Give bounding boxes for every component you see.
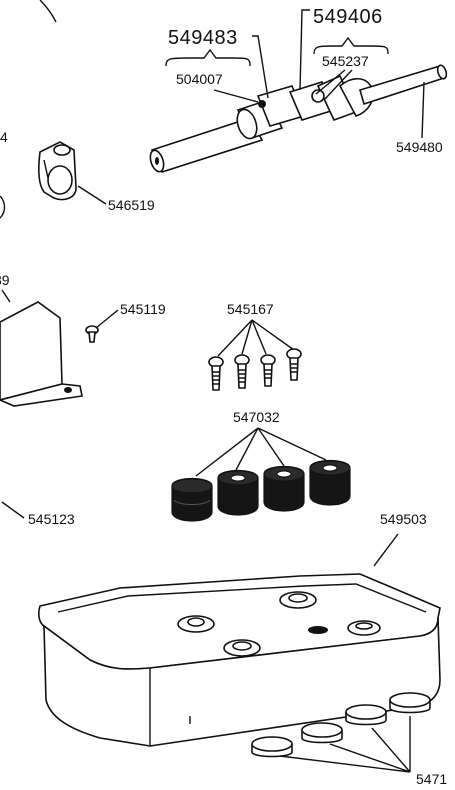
base-tray [38,573,441,747]
bracket-plate [0,301,83,407]
leader-edge-part [1,501,25,519]
feet-set [251,692,431,758]
bracket-pin [165,48,251,67]
grommet-2 [217,469,259,516]
label-edge-fragment-4: 4 [0,129,8,145]
screw-1 [208,356,224,391]
label-edge-fragment-39: 39 [0,272,10,288]
shaft-assembly [149,64,448,173]
screw-3 [260,354,276,387]
label-shaft-left: 549483 [168,27,238,49]
label-universal-joint: 545237 [322,53,369,69]
label-grommets: 547032 [233,409,280,425]
leader-base-tray [373,533,399,567]
screw-4 [286,348,302,381]
tray-boss-3 [223,639,261,657]
tray-boss-4 [347,620,381,636]
grommet-3 [263,465,305,512]
clamp-part [38,141,77,201]
shaft-end-hole [155,157,159,165]
leader-edge-fragment-39 [1,289,11,303]
leader-universal-joint [315,69,353,101]
leader-feet [279,716,411,773]
screw-shank [88,331,96,343]
foot-1 [251,736,293,758]
label-pin: 504007 [176,71,223,87]
bracket-plate-foot [0,383,83,407]
foot-2 [301,722,343,744]
shaft-right-section [359,65,446,106]
single-screw [85,325,99,343]
tray-boss-1 [177,615,215,633]
tray-hole [308,626,328,634]
screw-2 [234,354,250,389]
collar-face [236,108,258,140]
leader-screws [217,319,295,357]
leader-clamp [77,185,107,205]
foot-3 [345,704,387,726]
leader-pin [213,89,259,103]
bracket-hole [64,387,72,393]
leader-shaft-assembly [299,9,310,91]
label-screw-single: 545119 [120,301,166,317]
shaft-right-end [436,64,448,80]
clamp-slot [43,159,49,179]
label-screws: 545167 [227,301,274,317]
leader-grommets [195,427,327,477]
grommet-4 [309,459,351,506]
bracket-plate-face [0,301,63,401]
clamp-ring [47,165,73,195]
leader-screw-single [95,309,119,329]
label-feet: 5471 [416,771,447,787]
leader-shaft-left [252,35,269,99]
cropped-part-outline [39,0,57,23]
foot-4 [389,692,431,714]
label-edge-part: 545123 [28,511,75,527]
screw-set [208,348,302,391]
label-clamp: 546519 [108,197,155,213]
joint-pivot [311,89,325,103]
label-shaft-assembly: 549406 [313,6,383,28]
cropped-part-edge [0,195,6,219]
grommet-set [171,459,351,522]
clamp-tab [53,144,71,156]
leader-shaft-end [421,81,425,139]
tray-side-wall [43,617,441,747]
tray-boss-2 [279,591,317,609]
tray-inner-edge [57,583,427,613]
pin-hole [258,100,266,108]
label-base-tray: 549503 [380,511,427,527]
bracket-universal-joint [313,36,389,55]
label-shaft-end: 549480 [396,139,443,155]
grommet-1 [171,477,213,522]
